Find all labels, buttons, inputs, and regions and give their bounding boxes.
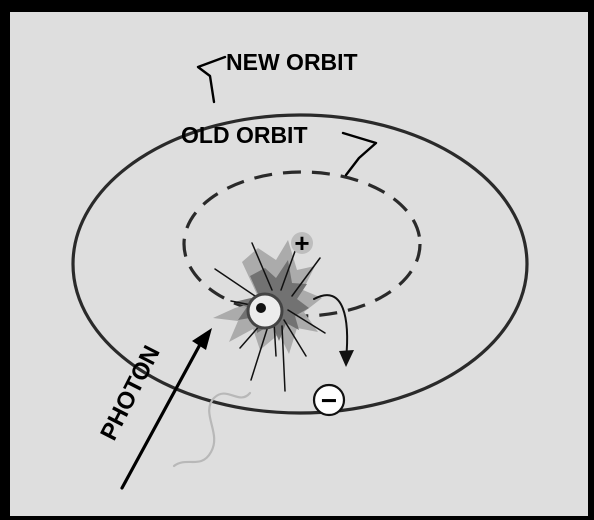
old-orbit-pointer bbox=[343, 133, 376, 175]
electron-transition-arrowhead bbox=[339, 350, 354, 367]
orbit-diagram: NEW ORBIT OLD ORBIT + − bbox=[10, 12, 588, 516]
photon-arrowhead bbox=[192, 328, 212, 350]
photon-wave-trail bbox=[174, 393, 250, 466]
electron-minus: − bbox=[314, 385, 344, 416]
electron-symbol: − bbox=[321, 385, 337, 416]
old-orbit-label: OLD ORBIT bbox=[181, 122, 308, 148]
electron-transition-curve bbox=[314, 295, 347, 360]
nucleus-plus: + bbox=[291, 228, 313, 258]
burst-core bbox=[256, 303, 266, 313]
diagram-panel: NEW ORBIT OLD ORBIT + − bbox=[10, 12, 588, 516]
new-orbit-pointer bbox=[198, 57, 225, 102]
new-orbit-label: NEW ORBIT bbox=[226, 49, 358, 75]
photon-absorption-burst bbox=[213, 240, 325, 391]
nucleus-symbol: + bbox=[294, 228, 309, 258]
